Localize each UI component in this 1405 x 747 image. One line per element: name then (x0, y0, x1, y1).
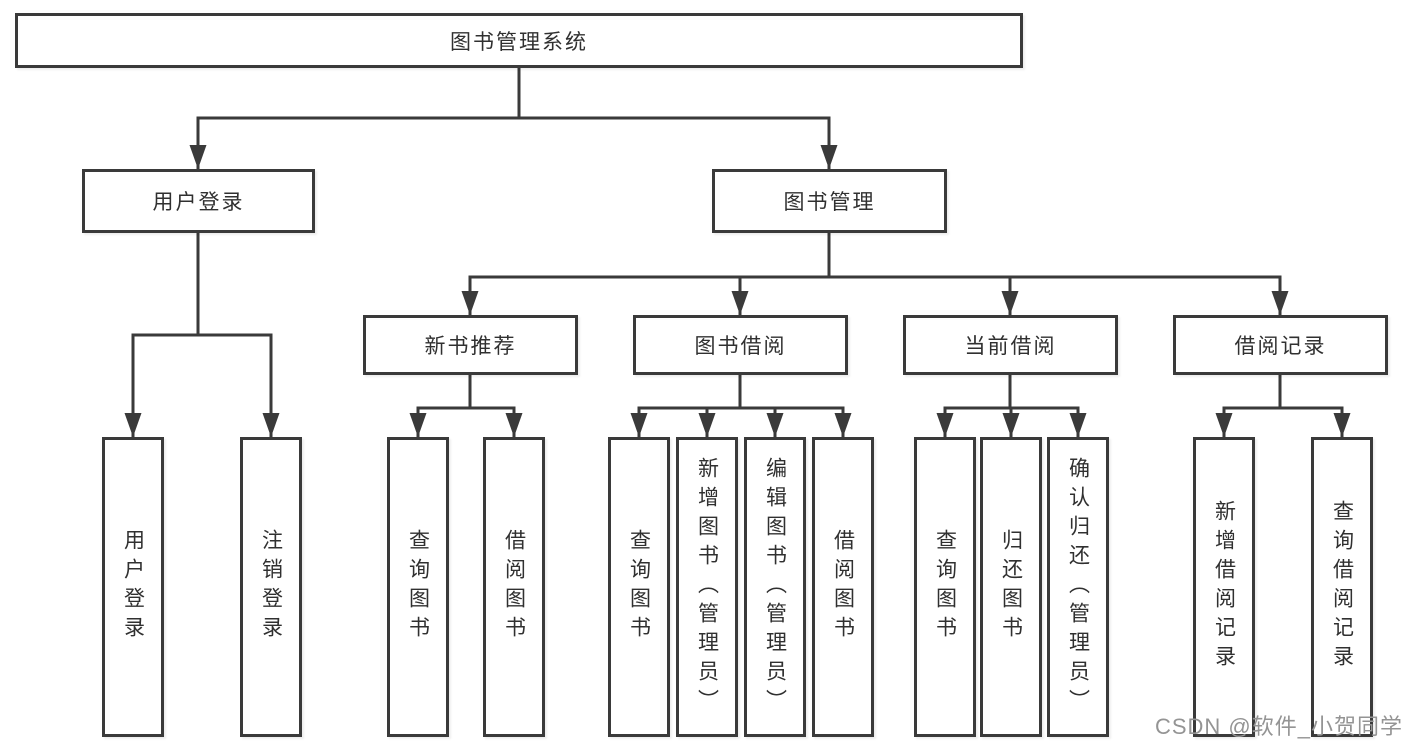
leaf-query-books-recommend: 查询图书 (387, 437, 449, 737)
leaf-edit-book-admin: 编辑图书（管理员） (744, 437, 806, 737)
leaf-query-borrow-record: 查询借阅记录 (1311, 437, 1373, 737)
leaf-add-book-admin: 新增图书（管理员） (676, 437, 738, 737)
leaf-return-book: 归还图书 (980, 437, 1042, 737)
node-book-borrow: 图书借阅 (633, 315, 848, 375)
node-new-book-recommend: 新书推荐 (363, 315, 578, 375)
leaf-user-login: 用户登录 (102, 437, 164, 737)
leaf-confirm-return-admin: 确认归还（管理员） (1047, 437, 1109, 737)
node-user-login: 用户登录 (82, 169, 315, 233)
watermark-text: CSDN @软件_小贺同学 (1154, 714, 1403, 739)
leaf-logout: 注销登录 (240, 437, 302, 737)
node-current-borrow: 当前借阅 (903, 315, 1118, 375)
node-root: 图书管理系统 (15, 13, 1023, 68)
leaf-borrow-books: 借阅图书 (812, 437, 874, 737)
leaf-borrow-books-recommend: 借阅图书 (483, 437, 545, 737)
leaf-query-books-borrow: 查询图书 (608, 437, 670, 737)
leaf-query-books-current: 查询图书 (914, 437, 976, 737)
node-borrow-records: 借阅记录 (1173, 315, 1388, 375)
leaf-add-borrow-record: 新增借阅记录 (1193, 437, 1255, 737)
node-book-management: 图书管理 (712, 169, 947, 233)
